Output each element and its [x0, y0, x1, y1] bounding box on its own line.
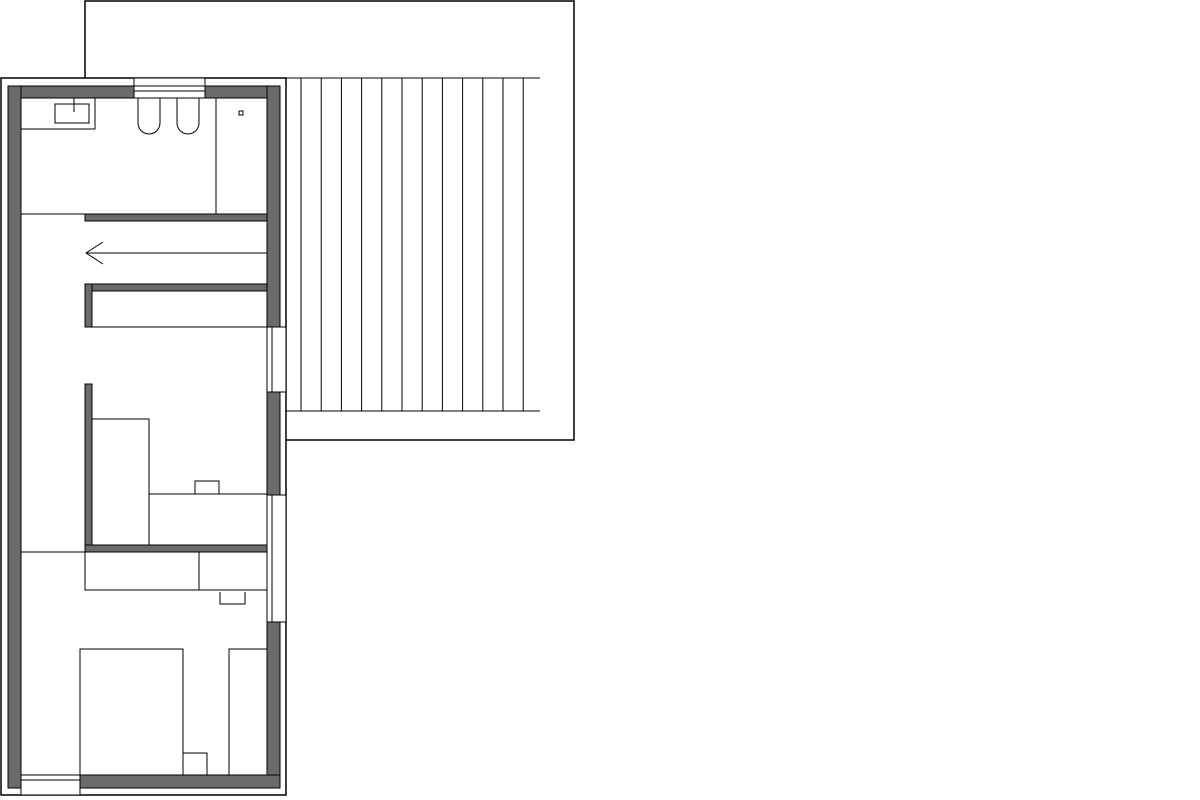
toilet-1 — [137, 98, 161, 135]
exterior-walls — [7, 85, 281, 789]
terrace-outline — [84, 0, 575, 441]
deck-boards — [286, 77, 540, 412]
desk-chair — [194, 480, 220, 494]
window-top — [133, 77, 206, 99]
wall-right-1 — [266, 85, 281, 328]
shower-drain — [238, 110, 244, 116]
inner-room — [84, 283, 268, 553]
closet — [228, 648, 268, 776]
sink-counter — [20, 97, 96, 130]
stair-direction-arrow — [85, 241, 267, 265]
terrace — [84, 0, 575, 441]
inner-room-fixtures — [91, 326, 268, 546]
nightstand — [182, 752, 208, 776]
wall-bottom — [79, 774, 281, 789]
bed — [79, 648, 184, 776]
toilet-2 — [176, 98, 200, 135]
window-right-lower — [266, 494, 287, 623]
windows — [20, 77, 287, 796]
bedroom-chair — [219, 592, 246, 605]
wall-left — [7, 85, 22, 789]
wall-right-2 — [266, 391, 281, 496]
window-right-upper — [266, 326, 287, 393]
stair-wall-bottom — [84, 283, 268, 292]
cabinet — [91, 418, 150, 546]
window-bottom — [20, 774, 81, 796]
wall-top-left — [7, 85, 135, 99]
wall-right-3 — [266, 621, 281, 789]
stair-wall-top — [84, 213, 268, 222]
wardrobe-right — [198, 551, 268, 591]
desk — [148, 493, 268, 546]
bedroom — [21, 551, 268, 776]
